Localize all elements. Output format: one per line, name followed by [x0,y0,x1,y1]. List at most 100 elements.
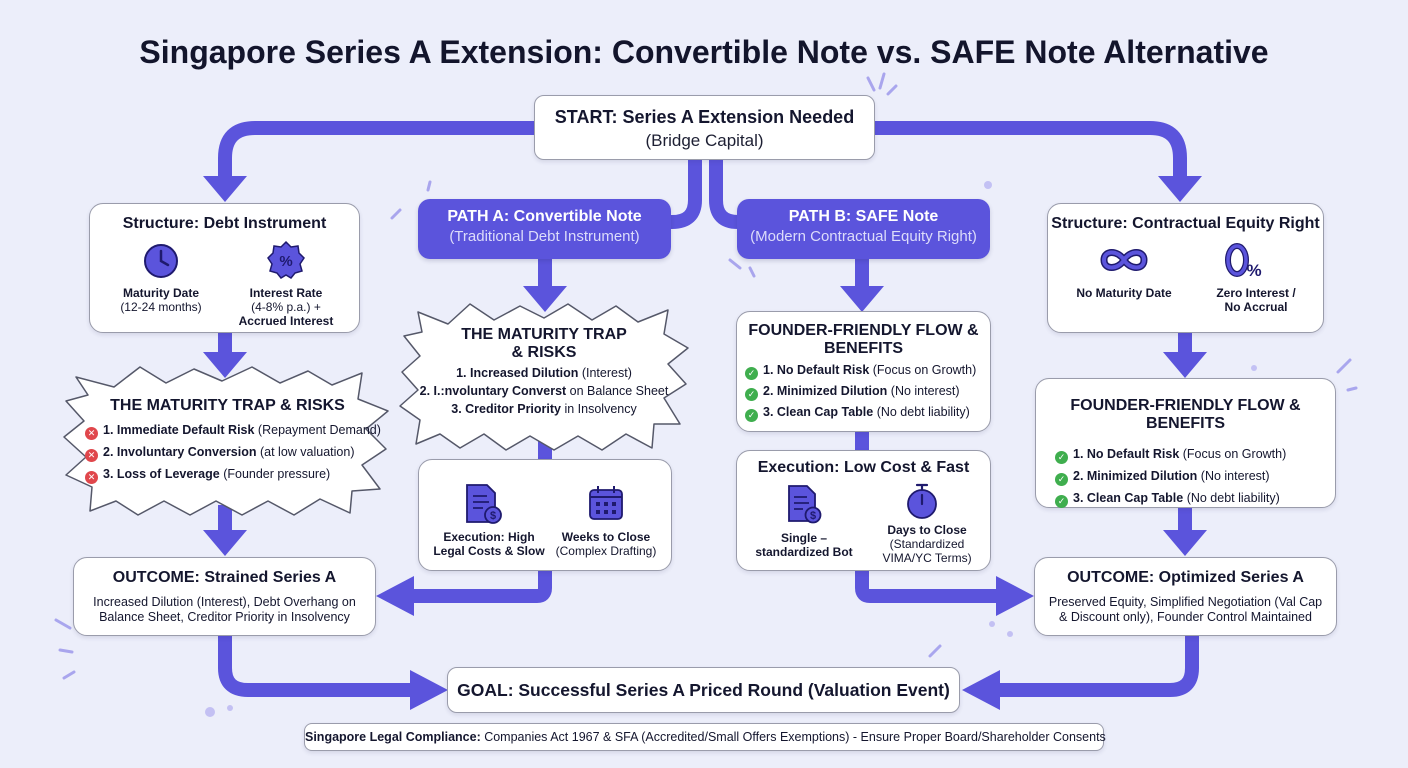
left-trap-title: THE MATURITY TRAP & RISKS [110,397,345,414]
percent-badge-icon: % [267,240,305,279]
check-icon: ✓ [1055,495,1068,508]
check-icon: ✓ [745,367,758,380]
center-b-exec-item2-line2: (Standardized [889,537,965,551]
center-b-item-2-rest: (No interest) [887,384,960,398]
start-title: START: Series A Extension Needed [554,107,855,127]
document-dollar-icon: $ [788,485,822,524]
center-a-trap-title-2: & RISKS [511,344,577,361]
center-a-item-1-bold: 1. Increased Dilution [456,366,579,380]
left-outcome-box: OUTCOME: Strained Series A Increased Dil… [73,557,376,636]
compliance-text: Companies Act 1967 & SFA (Accredited/Sma… [480,730,1106,744]
arrow-center-b-to-right-outcome [855,570,998,603]
maturity-date-detail: (12-24 months) [120,300,202,314]
arrow-center-a-to-left-outcome [412,570,552,603]
calendar-icon [589,486,623,520]
left-trap-item-3-rest: (Founder pressure) [219,467,331,481]
interest-rate-detail: (4-8% p.a.) + [251,300,321,314]
center-a-execution-box: $ Execution: High Legal Costs & Slow Wee… [418,459,672,571]
start-box: START: Series A Extension Needed (Bridge… [534,95,875,160]
svg-text:%: % [1246,261,1261,280]
compliance-label: Singapore Legal Compliance: [305,730,481,744]
interest-rate-label: Interest Rate [249,286,323,300]
right-outcome-line-1: Preserved Equity, Simplified Negotiation… [1048,595,1323,609]
right-flow-item-1-bold: 1. No Default Risk [1073,447,1180,461]
arrow-left-outcome-to-goal [218,636,412,697]
path-b-box: PATH B: SAFE Note (Modern Contractual Eq… [737,199,990,259]
left-trap-burst [63,366,389,516]
right-flow-item-3-rest: (No debt liability) [1183,491,1280,505]
check-icon: ✓ [1055,473,1068,486]
x-mark-icon: ✕ [85,471,98,484]
center-a-item-2-rest: on Balance Sheet [566,384,669,398]
center-a-item-3-rest: in Insolvency [561,402,637,416]
center-a-trap-burst [399,303,689,451]
arrow-start-to-path-a [665,160,702,229]
center-a-exec-item1-line1: Execution: High [443,530,535,544]
center-b-flow-title-1: FOUNDER-FRIENDLY FLOW & [748,322,979,339]
path-b-subtitle: (Modern Contractual Equity Right) [750,228,977,245]
maturity-date-label: Maturity Date [122,286,199,300]
goal-box: GOAL: Successful Series A Priced Round (… [447,667,960,713]
right-outcome-line-2: & Discount only), Founder Control Mainta… [1059,610,1312,624]
center-a-item-1-rest: (Interest) [578,366,632,380]
arrow-start-to-left-structure [218,121,535,178]
right-outcome-box: OUTCOME: Optimized Series A Preserved Eq… [1034,557,1337,636]
right-structure-box: Structure: Contractual Equity Right No M… [1047,203,1324,333]
left-outcome-title: OUTCOME: Strained Series A [112,569,337,586]
center-b-exec-title: Execution: Low Cost & Fast [757,459,970,476]
center-b-flow-box: FOUNDER-FRIENDLY FLOW & BENEFITS ✓1. No … [736,311,991,432]
clock-icon [144,244,178,278]
left-outcome-line-1: Increased Dilution (Interest), Debt Over… [93,595,356,609]
compliance-footer: Singapore Legal Compliance: Companies Ac… [304,723,1106,751]
legal-document-dollar-icon: $ [466,484,502,524]
center-b-item-3-bold: 3. Clean Cap Table [763,405,874,419]
center-b-item-2-bold: 2. Minimized Dilution [763,384,888,398]
stopwatch-icon [907,483,937,519]
no-accrual-label: No Accrual [1224,300,1288,314]
right-structure-title: Structure: Contractual Equity Right [1051,215,1320,232]
right-flow-item-1-rest: (Focus on Growth) [1179,447,1287,461]
check-icon: ✓ [745,409,758,422]
svg-text:%: % [279,253,292,270]
center-b-flow-title-2: BENEFITS [823,340,904,357]
center-a-exec-item2-line2: (Complex Drafting) [555,544,657,558]
center-b-exec-item1-line1: Single – [780,531,827,545]
center-a-exec-item2-line1: Weeks to Close [561,530,651,544]
zero-percent-icon: % [1225,243,1262,280]
right-flow-item-3-bold: 3. Clean Cap Table [1073,491,1184,505]
arrow-start-to-right-structure [875,121,1187,178]
path-a-box: PATH A: Convertible Note (Traditional De… [418,199,671,259]
infinity-icon [1100,249,1148,271]
center-a-item-2-bold: 2. I.:nvoluntary Converst [419,384,567,398]
left-outcome-line-2: Balance Sheet, Creditor Priority in Inso… [99,610,350,624]
center-b-exec-item2-line1: Days to Close [887,523,967,537]
no-maturity-date-label: No Maturity Date [1076,286,1172,300]
page-title: Singapore Series A Extension: Convertibl… [139,34,1269,70]
center-a-item-3-bold: 3. Creditor Priority [451,402,561,416]
x-mark-icon: ✕ [85,427,98,440]
check-icon: ✓ [745,388,758,401]
center-b-execution-box: Execution: Low Cost & Fast $ Single – st… [736,450,991,571]
right-flow-item-2-rest: (No interest) [1197,469,1270,483]
left-structure-title: Structure: Debt Instrument [122,215,327,232]
center-b-exec-item2-line3: VIMA/YC Terms) [882,551,972,565]
interest-rate-accrued: Accrued Interest [238,314,334,328]
right-flow-box: FOUNDER-FRIENDLY FLOW & BENEFITS ✓ 1. No … [1035,378,1336,508]
check-icon: ✓ [1055,451,1068,464]
left-trap-item-2-bold: 2. Involuntary Conversion [103,445,257,459]
goal-title: GOAL: Successful Series A Priced Round (… [457,680,950,700]
left-trap-item-1-bold: 1. Immediate Default Risk [103,423,255,437]
left-trap-item-3-bold: 3. Loss of Leverage [103,467,220,481]
center-b-exec-item1-line2: standardized Bot [755,545,853,559]
arrow-right-outcome-to-goal [998,636,1199,697]
center-a-exec-item1-line2: Legal Costs & Slow [433,544,545,558]
right-flow-title: FOUNDER-FRIENDLY FLOW & BENEFITS [1070,397,1301,432]
center-b-item-1-rest: (Focus on Growth) [869,363,977,377]
svg-text:$: $ [810,510,816,522]
path-a-subtitle: (Traditional Debt Instrument) [449,228,640,245]
left-trap-item-1-rest: (Repayment Demand) [254,423,381,437]
center-b-item-3-rest: (No debt liability) [873,405,970,419]
zero-interest-label: Zero Interest / [1216,286,1296,300]
